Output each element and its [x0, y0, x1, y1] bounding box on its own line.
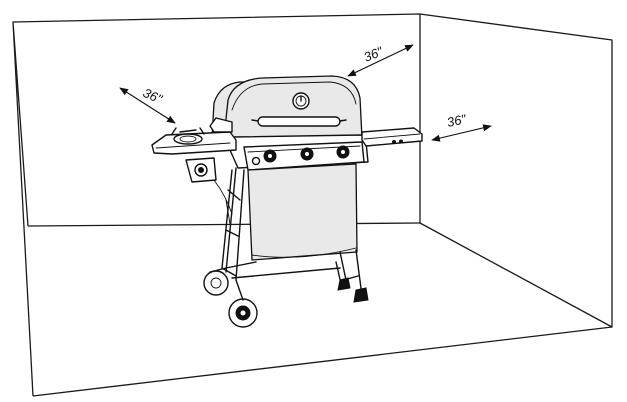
gas-hose — [213, 179, 233, 225]
grill-illustration — [151, 75, 423, 328]
back-clearance-arrow — [347, 44, 414, 77]
room-walls — [12, 13, 613, 397]
floor-edge-right — [32, 326, 613, 397]
left-wall — [12, 21, 34, 397]
dimension-back: 36" — [347, 43, 414, 77]
right-side-shelf — [361, 127, 423, 147]
side-burner — [173, 133, 203, 145]
side-burner-lid — [209, 117, 233, 133]
dimension-left: 36" — [119, 85, 176, 124]
caster-foot — [337, 277, 351, 291]
back-clearance-label: 36" — [362, 43, 387, 65]
grill-hood — [223, 75, 363, 139]
left-clearance-arrow — [119, 87, 176, 124]
dimension-right: 36" — [431, 111, 492, 142]
right-clearance-label: 36" — [446, 111, 469, 130]
burner-knobs — [263, 145, 350, 163]
left-cart-legs — [225, 167, 245, 281]
right-cart-legs — [335, 249, 363, 297]
cart-panel — [247, 163, 358, 261]
caster-foot — [353, 287, 369, 303]
floor-edge-back — [27, 222, 421, 227]
right-clearance-arrow — [431, 124, 492, 142]
right-wall — [419, 13, 613, 328]
rear-wheel — [203, 270, 229, 296]
ignitor-button — [251, 156, 261, 166]
hood-handle — [257, 116, 341, 127]
